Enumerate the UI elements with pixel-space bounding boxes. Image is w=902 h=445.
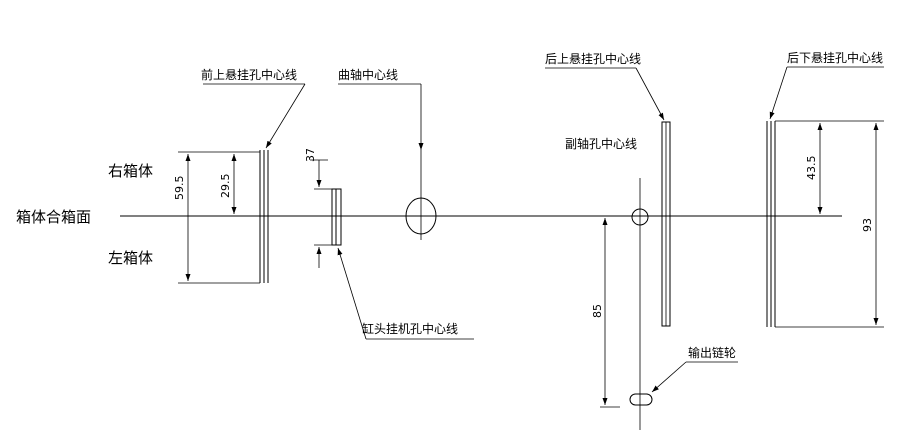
- dim-85: [600, 218, 620, 408]
- aux-shaft-center: [631, 178, 649, 430]
- dim-93-text: 93: [861, 218, 874, 232]
- cylinder-head-hang-label: 缸头挂机孔中心线: [362, 321, 458, 336]
- rear-lower-hang-plate: [766, 120, 884, 328]
- rear-upper-hang-leader: [545, 67, 665, 121]
- front-upper-hang-leader: [203, 83, 306, 149]
- rear-lower-hang-leader: [769, 66, 884, 120]
- cylinder-head-hang-box: [314, 188, 342, 246]
- dim-37-text: 37: [304, 148, 317, 162]
- case-parting-plane-label: 箱体合箱面: [16, 208, 91, 226]
- dim-85-text: 85: [591, 304, 604, 318]
- output-sprocket: [629, 361, 738, 406]
- front-upper-hang-label: 前上悬挂孔中心线: [201, 67, 297, 82]
- rear-upper-hang-plate: [661, 121, 671, 327]
- front-upper-hang-plate: [259, 150, 269, 283]
- dim-29-5-text: 29.5: [219, 174, 232, 199]
- rear-upper-hang-label: 后上悬挂孔中心线: [545, 51, 641, 66]
- right-case-label: 右箱体: [108, 162, 153, 180]
- cylinder-head-leader: [337, 247, 474, 340]
- output-sprocket-label: 输出链轮: [688, 345, 736, 360]
- left-case-label: 左箱体: [108, 249, 153, 267]
- rear-lower-hang-label: 后下悬挂孔中心线: [787, 50, 883, 65]
- crankshaft-label: 曲轴中心线: [338, 67, 398, 82]
- crankshaft-center: [405, 150, 437, 240]
- dim-59-5-text: 59.5: [173, 176, 186, 201]
- aux-shaft-label: 副轴孔中心线: [565, 136, 637, 151]
- crankshaft-leader: [338, 83, 424, 150]
- dim-43-5-text: 43.5: [805, 156, 818, 181]
